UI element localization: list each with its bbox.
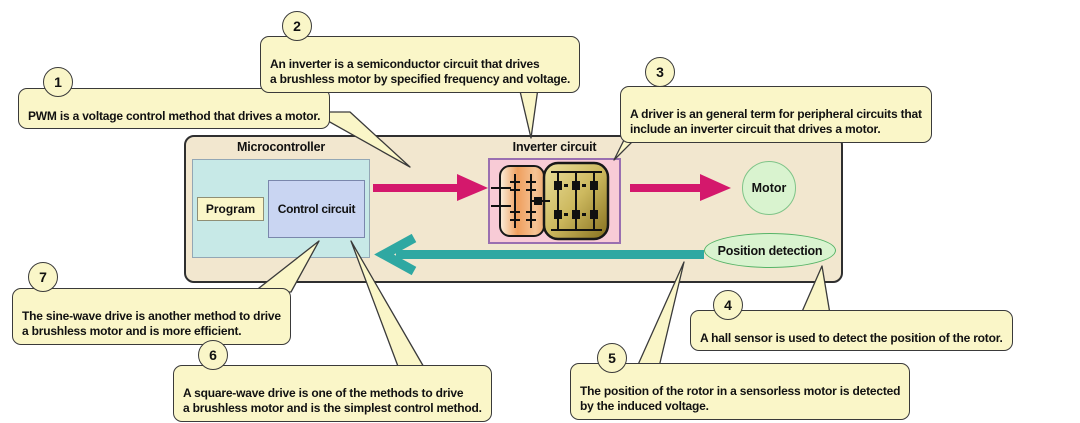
inverter-internals-graphic (491, 161, 610, 241)
callout-text-1: PWM is a voltage control method that dri… (28, 108, 321, 123)
callout-text-2: An inverter is a semiconductor circuit t… (270, 56, 571, 87)
callout-text-5: The position of the rotor in a sensorles… (580, 383, 901, 414)
callout-text-3: A driver is an general term for peripher… (630, 106, 922, 137)
callout-number-5: 5 (597, 343, 627, 373)
callout-box-3: A driver is an general term for peripher… (620, 86, 932, 143)
control-circuit-box: Control circuit (268, 180, 365, 238)
callout-number-6: 6 (198, 340, 228, 370)
motor-node: Motor (742, 161, 796, 215)
position-detection-label: Position detection (717, 243, 823, 258)
callout-box-5: The position of the rotor in a sensorles… (570, 363, 911, 420)
callout-number-1: 1 (43, 67, 73, 97)
position-detection-node: Position detection (704, 233, 836, 268)
callout-number-3: 3 (645, 57, 675, 87)
callout-text-6: A square-wave drive is one of the method… (183, 385, 482, 416)
inverter-circuit-box (488, 158, 621, 244)
callout-number-4: 4 (713, 290, 743, 320)
callout-number-2: 2 (282, 11, 312, 41)
callout-box-1: PWM is a voltage control method that dri… (18, 88, 331, 130)
callout-number-7: 7 (28, 262, 58, 292)
program-box: Program (197, 197, 264, 221)
callout-box-7: The sine-wave drive is another method to… (12, 288, 291, 345)
callout-box-6: A square-wave drive is one of the method… (173, 365, 492, 422)
callout-text-4: A hall sensor is used to detect the posi… (700, 330, 1003, 345)
inverter-circuit-label: Inverter circuit (512, 140, 597, 154)
program-label: Program (205, 202, 256, 216)
callout-box-2: An inverter is a semiconductor circuit t… (260, 36, 581, 93)
circuit-traces (491, 171, 602, 231)
control-circuit-label: Control circuit (277, 202, 356, 216)
transistor-symbols (534, 181, 598, 219)
microcontroller-label: Microcontroller (237, 140, 325, 154)
callout-text-7: The sine-wave drive is another method to… (22, 308, 281, 339)
motor-label: Motor (751, 181, 787, 195)
callout-box-4: A hall sensor is used to detect the posi… (690, 310, 1013, 352)
